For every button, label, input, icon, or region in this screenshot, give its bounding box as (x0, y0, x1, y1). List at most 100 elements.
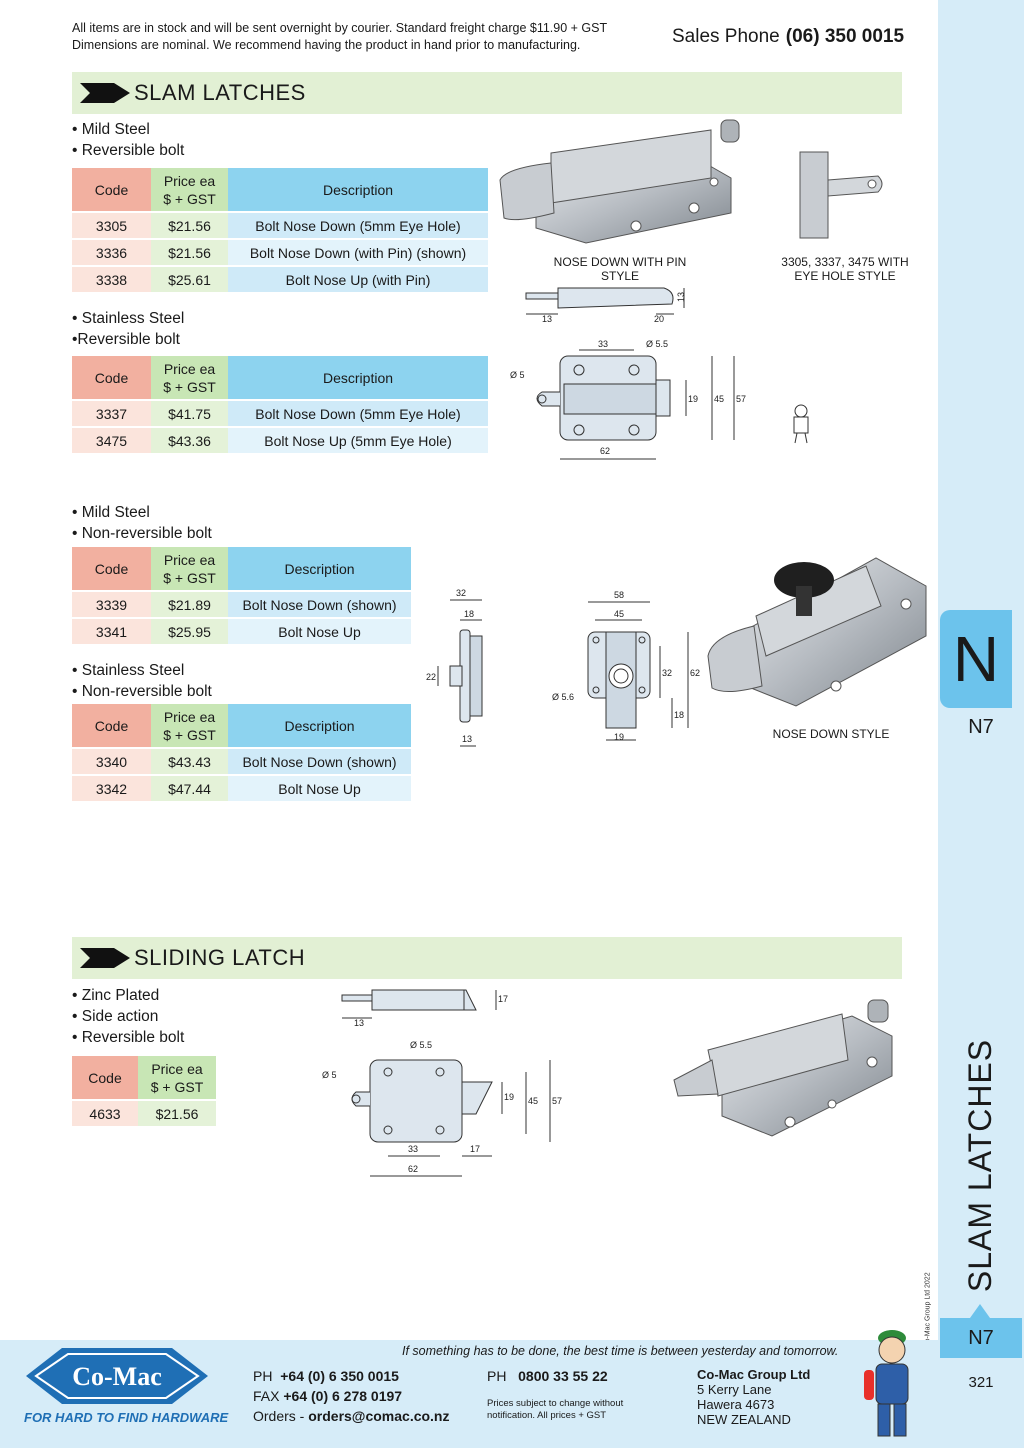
dim-label: 18 (464, 609, 474, 619)
feature-list: • Mild Steel • Non-reversible bolt (72, 504, 212, 542)
dim-label: 13 (676, 292, 686, 302)
col-price: Price ea$ + GST (138, 1056, 216, 1101)
sidebar (938, 0, 1024, 1448)
dim-label: 17 (498, 994, 508, 1004)
section-title: SLAM LATCHES (134, 80, 306, 105)
technical-drawing-sliding: 17 13 Ø 5.5 Ø 5 19 45 57 33 17 62 (322, 989, 562, 1177)
col-code: Code (72, 168, 151, 213)
shipping-notice: All items are in stock and will be sent … (72, 21, 608, 52)
dim-label: 58 (614, 590, 624, 600)
dim-label: 19 (614, 732, 624, 742)
dim-label: Ø 5.5 (646, 339, 668, 349)
section-code: N7 (968, 716, 994, 738)
dim-label: 13 (542, 314, 552, 324)
feature-list: • Stainless Steel •Reversible bolt (72, 310, 185, 348)
price-table: Code Price ea$ + GST Description 3337$41… (72, 356, 488, 455)
fax-number: +64 (0) 6 278 0197 (283, 1388, 403, 1404)
col-code: Code (72, 704, 151, 749)
dim-label: 45 (528, 1096, 538, 1106)
price-table: Code Price ea$ + GST Description 3340$43… (72, 704, 411, 803)
orders-email-link[interactable]: orders@comac.co.nz (308, 1408, 450, 1424)
dim-label: 20 (654, 314, 664, 324)
col-price: Price ea$ + GST (151, 547, 228, 592)
dim-label: 62 (408, 1164, 418, 1174)
feature-list: • Zinc Plated • Side action • Reversible… (72, 987, 185, 1046)
svg-text:Co-Mac: Co-Mac (72, 1362, 162, 1391)
dim-label: Ø 5 (510, 370, 525, 380)
dim-label: 19 (504, 1092, 514, 1102)
arrow-icon (80, 948, 130, 968)
dim-label: 45 (614, 609, 624, 619)
mascot-icon (793, 404, 809, 444)
dim-label: 33 (408, 1144, 418, 1154)
comac-logo: Co-Mac (26, 1348, 208, 1404)
freephone-number[interactable]: 0800 33 55 22 (518, 1368, 608, 1384)
section-band-slam-latches: SLAM LATCHES (72, 72, 902, 114)
phone-number[interactable]: +64 (0) 6 350 0015 (280, 1368, 399, 1384)
footer-contacts: PH +64 (0) 6 350 0015 FAX +64 (0) 6 278 … (253, 1368, 450, 1424)
dim-label: Ø 5.5 (410, 1040, 432, 1050)
col-code: Code (72, 1056, 138, 1101)
dim-label: 57 (552, 1096, 562, 1106)
section-band-sliding-latch: SLIDING LATCH (72, 937, 902, 979)
col-code: Code (72, 547, 151, 592)
tagline: FOR HARD TO FIND HARDWARE (24, 1410, 229, 1425)
slam-latch-knob-photo (707, 557, 927, 707)
section-code-tab[interactable]: N7 (940, 1318, 1022, 1358)
dim-label: 17 (470, 1144, 480, 1154)
dim-label: 62 (600, 446, 610, 456)
table-row[interactable]: 4633$21.56 (72, 1100, 216, 1128)
dim-label: 13 (354, 1018, 364, 1028)
photo-caption: NOSE DOWN STYLE (772, 727, 890, 741)
page-number: 321 (968, 1374, 994, 1391)
mascot-icon (864, 1330, 909, 1437)
col-description: Description (228, 704, 411, 749)
sales-phone: Sales Phone(06) 350 0015 (672, 26, 905, 47)
vertical-section-title: SLAM LATCHES (962, 1038, 999, 1292)
price-table: Code Price ea$ + GST Description 3339$21… (72, 547, 411, 646)
dim-label: 57 (736, 394, 746, 404)
feature-list: • Mild Steel • Reversible bolt (72, 121, 185, 159)
dim-label: 32 (456, 588, 466, 598)
section-tab-letter[interactable]: N (940, 610, 1012, 708)
feature-list: • Stainless Steel • Non-reversible bolt (72, 662, 212, 700)
dim-label: 33 (598, 339, 608, 349)
dim-label: 19 (688, 394, 698, 404)
price-table: Code Price ea$ + GST Description 3305$21… (72, 168, 488, 294)
slam-latch-pin-photo (499, 119, 740, 244)
triangle-up-icon (970, 1304, 990, 1318)
section-title: SLIDING LATCH (134, 945, 306, 970)
dim-label: 62 (690, 668, 700, 678)
technical-drawing-reversible: 13 13 20 33 Ø 5.5 Ø 5 19 45 57 62 (510, 287, 746, 460)
eye-hole-detail-photo (799, 151, 883, 239)
footer-quote: If something has to be done, the best ti… (402, 1344, 839, 1358)
col-description: Description (228, 356, 488, 401)
col-description: Description (228, 168, 488, 213)
company-address: Co-Mac Group Ltd 5 Kerry Lane Hawera 467… (697, 1367, 811, 1427)
col-code: Code (72, 356, 151, 401)
sales-phone-number[interactable]: (06) 350 0015 (785, 26, 905, 47)
arrow-icon (80, 83, 130, 103)
dim-label: 18 (674, 710, 684, 720)
col-price: Price ea$ + GST (151, 704, 228, 749)
price-table: Code Price ea$ + GST 4633$21.56 (72, 1056, 216, 1128)
col-description: Description (228, 547, 411, 592)
freephone: PH 0800 33 55 22 (487, 1368, 608, 1384)
technical-drawing-non-reversible: 32 18 22 13 58 45 32 62 Ø 5.6 18 19 (426, 588, 700, 747)
dim-label: Ø 5.6 (552, 692, 574, 702)
dim-label: 45 (714, 394, 724, 404)
dim-label: 13 (462, 734, 472, 744)
col-price: Price ea$ + GST (151, 356, 228, 401)
